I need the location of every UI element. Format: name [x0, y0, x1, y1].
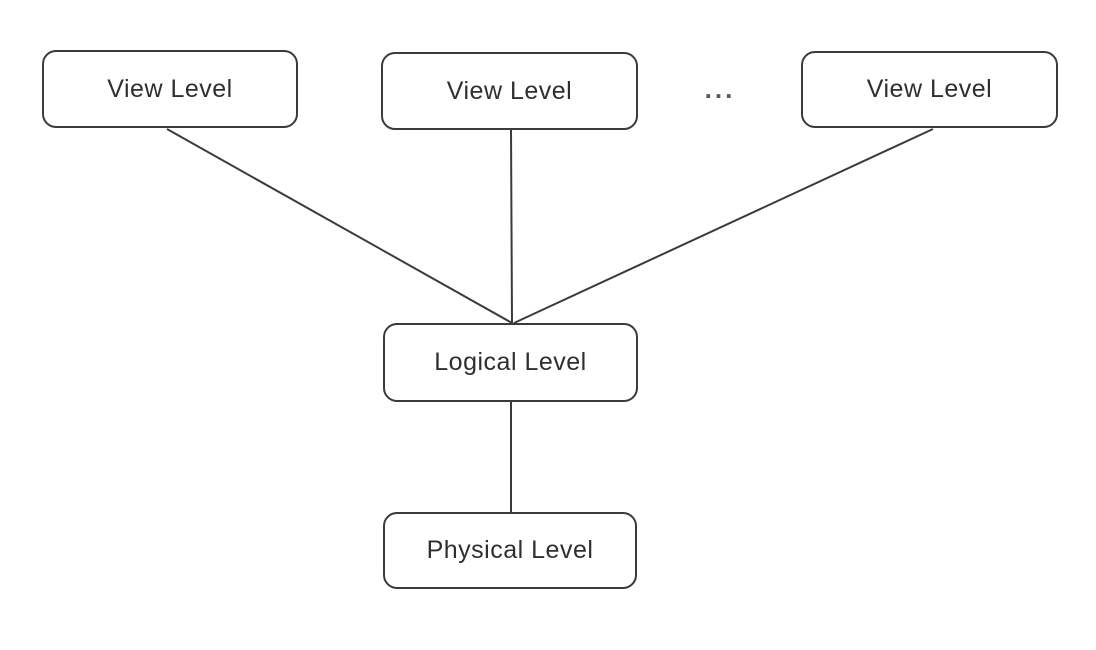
edge-view2-logical [510, 129, 513, 324]
node-view-level-2: View Level [381, 52, 638, 130]
node-view-level-2-label: View Level [446, 76, 573, 105]
node-logical-level: Logical Level [383, 323, 638, 402]
edge-view3-logical [513, 128, 934, 324]
node-view-level-1-label: View Level [107, 74, 233, 103]
edge-view1-logical [166, 128, 513, 324]
more-views-ellipsis: ... [704, 74, 736, 104]
node-view-level-3: View Level [801, 51, 1058, 128]
node-physical-level-label: Physical Level [426, 536, 594, 564]
node-view-level-3-label: View Level [866, 75, 993, 103]
node-logical-level-label: Logical Level [434, 348, 587, 376]
node-view-level-1: View Level [42, 50, 298, 128]
node-physical-level: Physical Level [383, 512, 637, 589]
